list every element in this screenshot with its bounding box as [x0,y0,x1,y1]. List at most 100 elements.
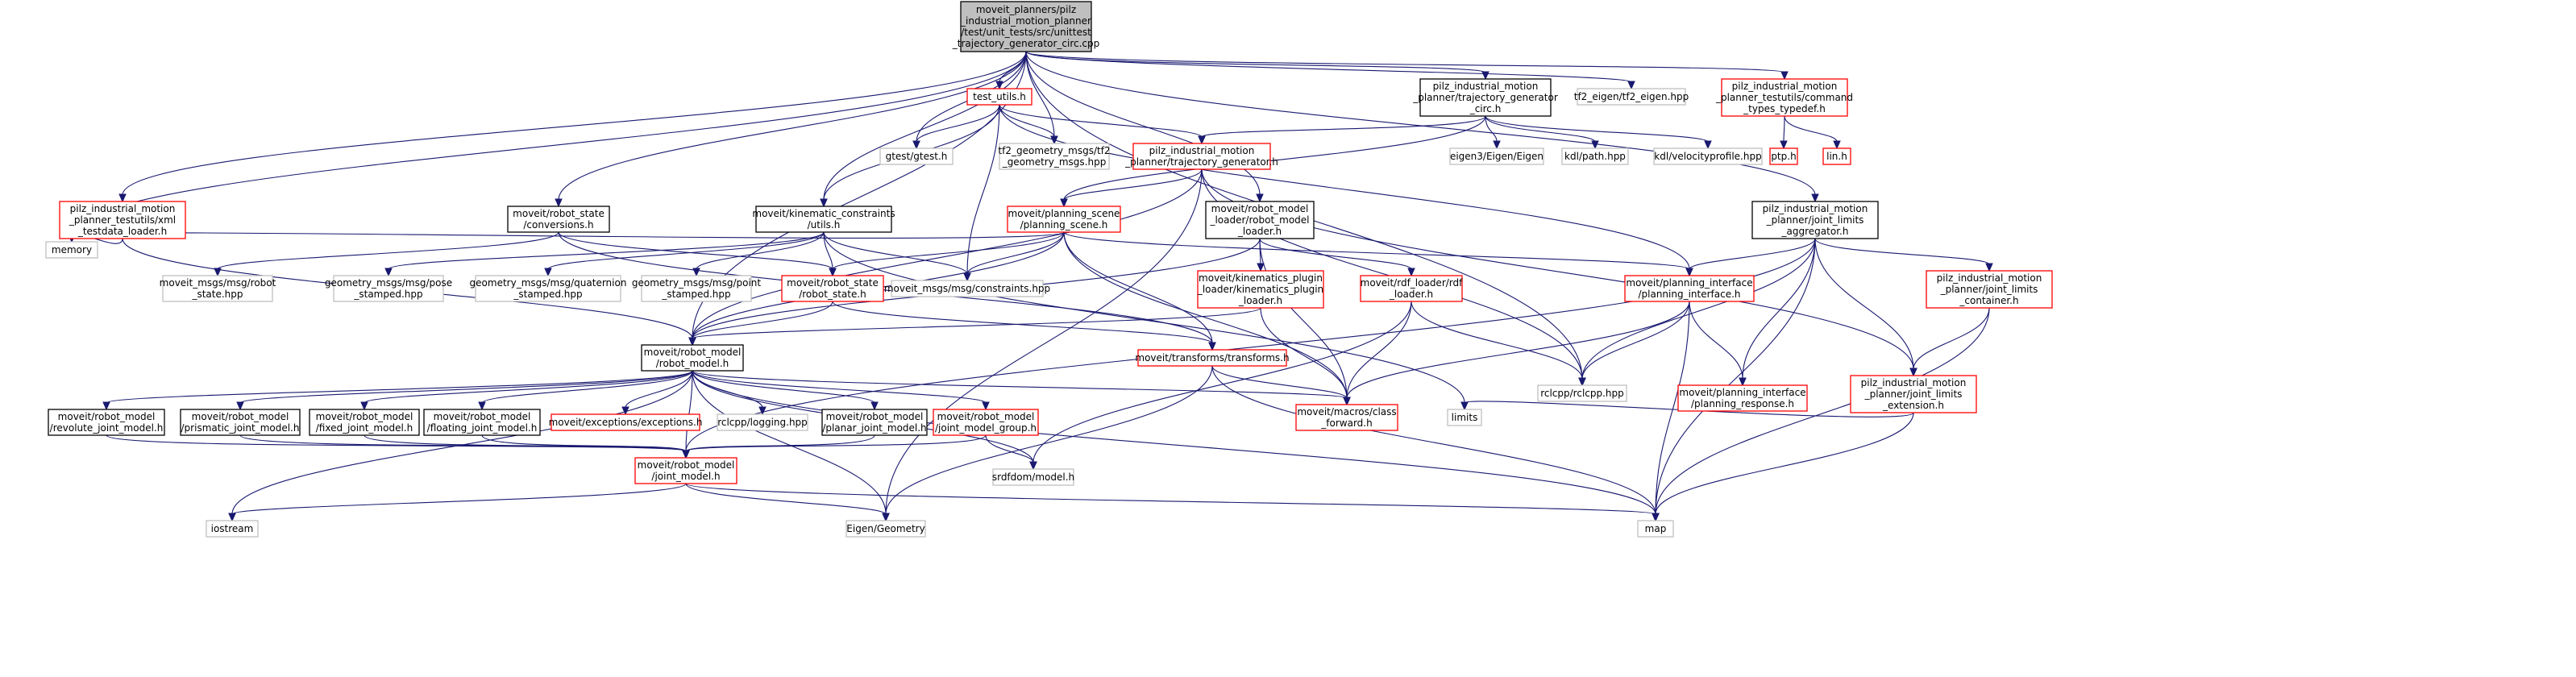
edge-arrowhead [1208,342,1216,351]
node-srdfdom[interactable]: srdfdom/model.h [992,468,1074,486]
node-robot_state_msg[interactable]: moveit_msgs/msg/robot_state.hpp [160,275,276,302]
node-jmg[interactable]: moveit/robot_model/joint_model_group.h [933,409,1039,436]
node-eigen3[interactable]: eigen3/Eigen/Eigen [1449,147,1544,165]
node-traj_gen[interactable]: pilz_industrial_motion_planner/trajector… [1124,143,1278,170]
node-box [717,413,808,431]
node-box [960,1,1092,52]
node-pose_stamped[interactable]: geometry_msgs/msg/pose_stamped.hpp [325,275,452,302]
node-box [1007,206,1121,233]
node-memory[interactable]: memory [45,241,98,259]
node-label-line: _circ.h [1469,103,1502,114]
node-tf2_geometry[interactable]: tf2_geometry_msgs/tf2_geometry_msgs.hpp [998,143,1111,170]
node-label-line: moveit/robot_state [513,208,605,219]
node-label-line: /planning_response.h [1691,398,1794,409]
node-cmd_types[interactable]: pilz_industrial_motion_planner_testutils… [1715,78,1853,117]
node-rm_loader[interactable]: moveit/robot_model_loader/robot_model_lo… [1205,201,1315,239]
node-rclcpp_logging[interactable]: rclcpp/logging.hpp [717,413,808,431]
edge-arrowhead [544,268,552,277]
node-revolute[interactable]: moveit/robot_model/revolute_joint_model.… [48,409,165,436]
edge-joint_model-to-map [685,483,1656,515]
node-label-line: _aggregator.h [1781,226,1849,237]
node-root[interactable]: moveit_planners/pilz_industrial_motion_p… [952,1,1100,52]
node-label-line: pilz_industrial_motion [1732,81,1838,92]
node-label-line: _container.h [1959,295,2018,306]
node-label-line: /fixed_joint_model.h [316,422,413,434]
node-xml_loader[interactable]: pilz_industrial_motion_planner_testutils… [59,201,186,239]
node-jl_container[interactable]: pilz_industrial_motion_planner/joint_lim… [1926,270,2053,309]
node-ptp[interactable]: ptp.h [1769,147,1798,165]
node-rs_conv[interactable]: moveit/robot_state/conversions.h [507,206,610,233]
edge-arrowhead [228,513,236,522]
node-box [48,409,165,436]
edge-floating-to-joint_model [481,434,687,452]
node-planning_interface[interactable]: moveit/planning_interface/planning_inter… [1624,275,1755,302]
node-rclcpp[interactable]: rclcpp/rclcpp.hpp [1537,384,1627,402]
node-robot_model[interactable]: moveit/robot_model/robot_model.h [641,344,744,372]
edge-arrowhead [1780,71,1789,81]
node-gtest[interactable]: gtest/gtest.h [879,147,954,165]
node-prismatic[interactable]: moveit/robot_model/prismatic_joint_model… [180,409,301,436]
edge-robot_model-to-map [692,370,1656,515]
node-label-line: moveit/transforms/transforms.h [1135,352,1289,363]
node-kin_plugin[interactable]: moveit/kinematics_plugin_loader/kinemati… [1197,270,1324,309]
node-joint_model[interactable]: moveit/robot_model/joint_model.h [634,457,737,484]
edge-traj_gen-to-eigen_geometry [885,168,1203,515]
node-label-line: _testdata_loader.h [77,226,167,237]
node-label-line: _planner/joint_limits [1940,284,2038,295]
edge-root-to-cmd_types [1025,51,1785,73]
edge-test_utils-to-planning_interface [999,104,1690,270]
node-box [1137,349,1287,367]
node-box [475,275,621,302]
node-label-line: _geometry_msgs.hpp [1002,156,1107,168]
edge-arrowhead [1833,140,1841,150]
edge-jmg-to-joint_model [685,434,987,452]
node-map[interactable]: map [1637,520,1674,538]
edge-arrowhead [1256,193,1264,203]
node-planar[interactable]: moveit/robot_model/planar_joint_model.h [821,409,928,436]
node-iostream[interactable]: iostream [206,520,259,538]
node-box [1537,384,1627,402]
node-fixed[interactable]: moveit/robot_model/fixed_joint_model.h [309,409,420,436]
node-jl_aggregator[interactable]: pilz_industrial_motion_planner/joint_lim… [1751,201,1879,239]
node-tf2_eigen[interactable]: tf2_eigen/tf2_eigen.hpp [1574,88,1689,106]
node-box [180,409,301,436]
edge-arrowhead [1493,140,1501,150]
node-tg_circ[interactable]: pilz_industrial_motion_planner/trajector… [1412,78,1558,117]
node-lin[interactable]: lin.h [1822,147,1851,165]
node-planning_response[interactable]: moveit/planning_interface/planning_respo… [1677,384,1808,412]
node-constraints[interactable]: moveit_msgs/msg/constraints.hpp [884,280,1050,297]
node-planning_scene[interactable]: moveit/planning_scene/planning_scene.h [1007,206,1121,233]
node-eigen_geometry[interactable]: Eigen/Geometry [846,520,926,538]
node-floating[interactable]: moveit/robot_model/floating_joint_model.… [423,409,541,436]
node-quat_stamped[interactable]: geometry_msgs/msg/quaternion_stamped.hpp [470,275,627,302]
node-kdl_vel[interactable]: kdl/velocityprofile.hpp [1653,147,1763,165]
node-exceptions[interactable]: moveit/exceptions/exceptions.h [549,413,703,431]
node-kdl_path[interactable]: kdl/path.hpp [1561,147,1629,165]
node-label-line: limits [1452,412,1478,423]
edge-robot_model-to-prismatic [239,370,693,404]
node-label-line: _state.hpp [191,289,243,300]
edge-arrowhead [360,401,368,411]
node-robot_state[interactable]: moveit/robot_state/robot_state.h [781,275,884,302]
node-box [1637,520,1674,538]
edge-planning_scene-to-class_forward [1063,231,1348,399]
node-jl_extension[interactable]: pilz_industrial_motion_planner/joint_lim… [1850,375,1977,413]
node-test_utils[interactable]: test_utils.h [966,88,1032,106]
node-label-line: geometry_msgs/msg/point [632,277,762,289]
node-rdf_loader[interactable]: moveit/rdf_loader/rdf_loader.h [1360,275,1464,302]
node-label-line: kdl/path.hpp [1564,151,1626,162]
edge-robot_model-to-fixed [364,370,693,404]
node-label-line: moveit_msgs/msg/constraints.hpp [884,283,1050,294]
edge-cmd_types-to-ptp [1783,115,1785,143]
node-box [1751,201,1879,239]
node-box [162,275,273,302]
node-label-line: Eigen/Geometry [846,523,924,534]
node-limits[interactable]: limits [1447,409,1482,426]
node-label-line: moveit/robot_model [316,411,413,422]
node-point_stamped[interactable]: geometry_msgs/msg/point_stamped.hpp [632,275,762,302]
node-label-line: /robot_model.h [656,358,729,369]
node-class_forward[interactable]: moveit/macros/class_forward.h [1295,404,1398,431]
node-box [1295,404,1398,431]
node-transforms[interactable]: moveit/transforms/transforms.h [1135,349,1290,367]
node-kc_utils[interactable]: moveit/kinematic_constraints/utils.h [752,206,895,233]
